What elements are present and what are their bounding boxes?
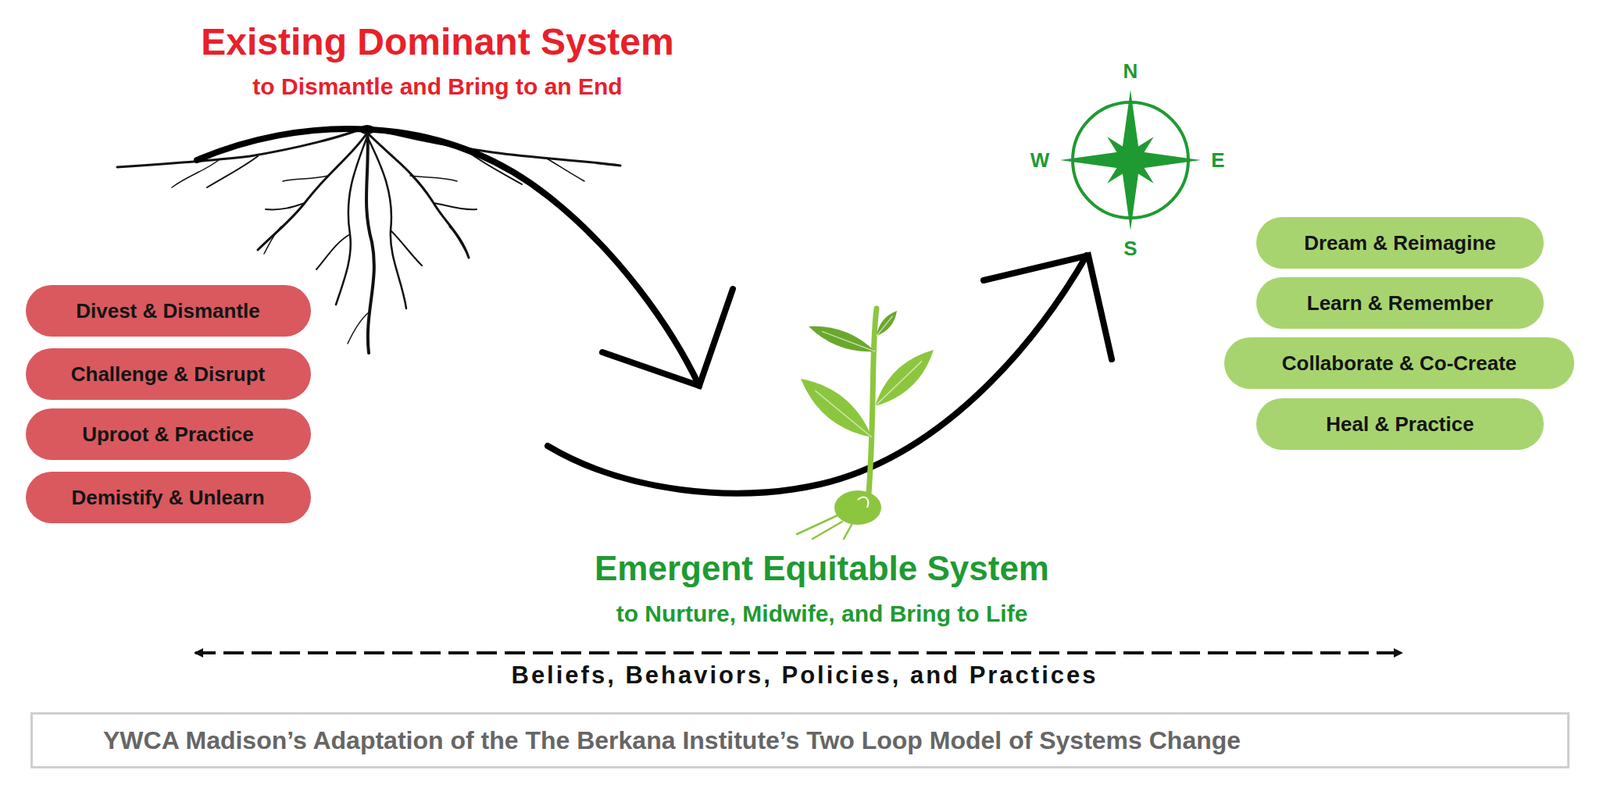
pill-text: Divest & Dismantle <box>75 299 261 324</box>
heading-label: Emergent Equitable System <box>594 549 1050 589</box>
heading-label: to Nurture, Midwife, and Bring to Life <box>616 600 1029 628</box>
pill-text: Challenge & Disrupt <box>71 362 265 387</box>
dismantle-pill: Uproot & Practice <box>25 408 311 461</box>
pill-text: Dream & Reimagine <box>1303 231 1497 256</box>
compass-letter: W <box>1030 148 1050 173</box>
compass-letter: E <box>1210 148 1225 173</box>
caption-box: YWCA Madison’s Adaptation of the The Ber… <box>30 712 1570 769</box>
loop-arrows <box>196 128 1112 494</box>
heading-label: Existing Dominant System <box>200 20 674 64</box>
pill-text: Uproot & Practice <box>82 422 254 447</box>
pill-text: Learn & Remember <box>1307 291 1493 316</box>
seedling-illustration <box>796 308 934 540</box>
emerge-pill: Learn & Remember <box>1256 277 1544 329</box>
dashed-double-arrow <box>195 653 1402 654</box>
emerge-pill: Heal & Practice <box>1256 398 1544 450</box>
axis-label: Beliefs, Behaviors, Policies, and Practi… <box>510 661 1098 690</box>
pill-text: Demistify & Unlearn <box>71 485 265 511</box>
emerge-pill: Dream & Reimagine <box>1256 217 1544 269</box>
compass-letter: N <box>1123 59 1139 84</box>
dismantle-pill: Demistify & Unlearn <box>25 471 311 524</box>
pill-text: Heal & Practice <box>1325 412 1474 437</box>
dismantle-pill: Challenge & Disrupt <box>25 348 311 400</box>
dismantle-pill: Divest & Dismantle <box>25 285 311 337</box>
heading-label: to Dismantle and Bring to an End <box>252 73 622 100</box>
pill-text: Collaborate & Co-Create <box>1282 351 1518 376</box>
compass-letter: S <box>1123 236 1137 261</box>
compass-symbol <box>1060 89 1201 231</box>
caption-text: YWCA Madison’s Adaptation of the The Ber… <box>103 726 1241 756</box>
emerge-pill: Collaborate & Co-Create <box>1224 337 1575 390</box>
